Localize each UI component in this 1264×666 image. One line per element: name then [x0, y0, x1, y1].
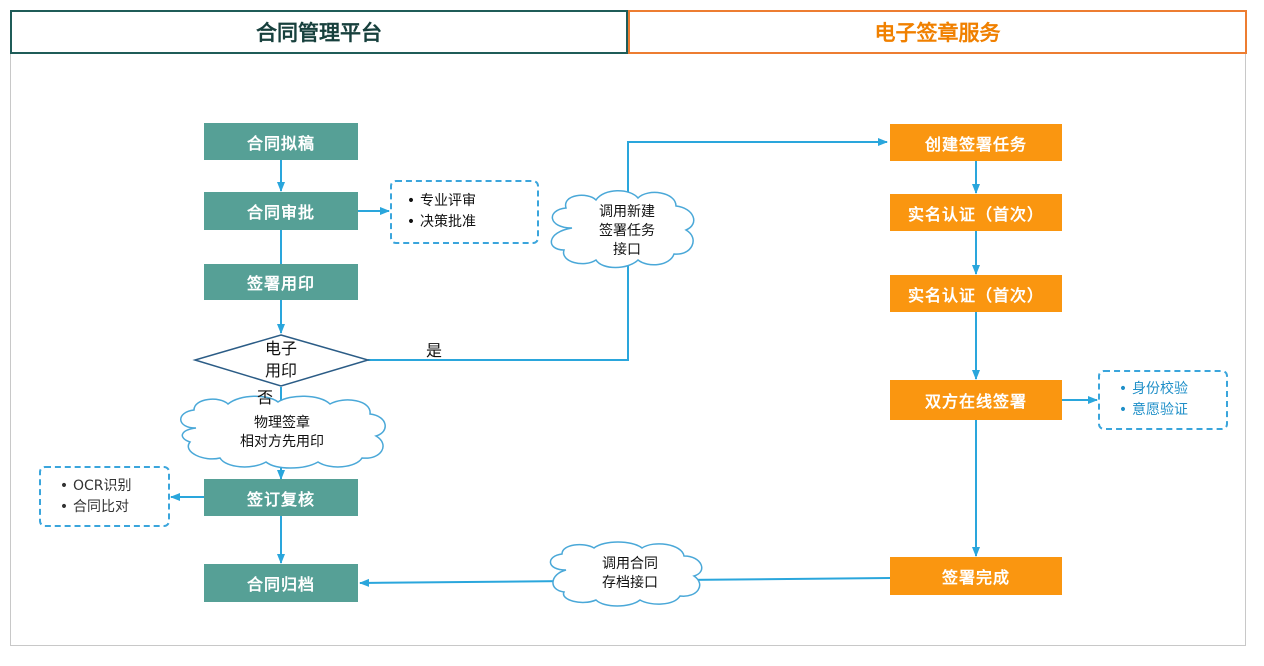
step-realname-auth-2[interactable]: 实名认证（首次）: [890, 275, 1062, 312]
review-note-text: 合同比对: [73, 498, 129, 515]
cloud-physical-text: 物理签章 相对方先用印: [212, 414, 352, 452]
approval-note-item: • 专业评审: [402, 191, 537, 212]
decision-yes-label: 是: [426, 341, 443, 360]
decision-diamond: [192, 334, 371, 387]
cloud-line: 相对方先用印: [240, 434, 324, 450]
signing-notes: • 身份校验 • 意愿验证: [1098, 370, 1228, 430]
step-sign-seal[interactable]: 签署用印: [204, 264, 358, 300]
cloud-line: 存档接口: [602, 575, 658, 591]
step-contract-archive[interactable]: 合同归档: [204, 564, 358, 602]
review-note-item: • 合同比对: [55, 497, 168, 518]
step-online-signing[interactable]: 双方在线签署: [890, 380, 1062, 420]
cloud-create-api: [550, 190, 695, 269]
cloud-physical-seal: [180, 395, 386, 469]
signing-note-text: 意愿验证: [1132, 402, 1188, 418]
header-contract-platform: 合同管理平台: [10, 10, 628, 54]
step-signing-review[interactable]: 签订复核: [204, 479, 358, 516]
decision-line2: 用印: [264, 361, 297, 380]
approval-note-text: 专业评审: [420, 193, 476, 209]
cloud-line: 调用合同: [602, 556, 658, 572]
decision-label: 电子 用印: [241, 338, 321, 382]
approval-notes: • 专业评审 • 决策批准: [390, 180, 539, 244]
signing-note-item: • 身份校验: [1114, 379, 1226, 400]
step-create-sign-task[interactable]: 创建签署任务: [890, 124, 1062, 161]
bullet: •: [59, 477, 69, 494]
cloud-line: 接口: [613, 242, 641, 258]
step-contract-draft[interactable]: 合同拟稿: [204, 123, 358, 160]
bullet: •: [1118, 402, 1128, 418]
bullet: •: [406, 193, 416, 209]
signing-note-item: • 意愿验证: [1114, 400, 1226, 421]
bullet: •: [406, 214, 416, 230]
bullet: •: [1118, 381, 1128, 397]
signing-note-text: 身份校验: [1132, 381, 1188, 397]
decision-line1: 电子: [264, 339, 297, 358]
step-contract-approval[interactable]: 合同审批: [204, 192, 358, 230]
cloud-line: 物理签章: [254, 415, 310, 431]
cloud-archive-api-text: 调用合同 存档接口: [575, 555, 685, 593]
cloud-create-api-text: 调用新建 签署任务 接口: [572, 203, 682, 260]
header-esign-service: 电子签章服务: [628, 10, 1247, 54]
cloud-line: 调用新建: [599, 204, 655, 220]
approval-note-item: • 决策批准: [402, 212, 537, 233]
cloud-line: 签署任务: [599, 223, 655, 239]
review-note-item: • OCR识别: [55, 476, 168, 497]
cloud-archive-api: [549, 541, 703, 607]
decision-no-label: 否: [257, 388, 274, 407]
step-signing-complete[interactable]: 签署完成: [890, 557, 1062, 595]
review-notes: • OCR识别 • 合同比对: [39, 466, 170, 527]
step-realname-auth-1[interactable]: 实名认证（首次）: [890, 194, 1062, 231]
approval-note-text: 决策批准: [420, 214, 476, 230]
bullet: •: [59, 498, 69, 515]
review-note-text: OCR识别: [73, 477, 132, 494]
